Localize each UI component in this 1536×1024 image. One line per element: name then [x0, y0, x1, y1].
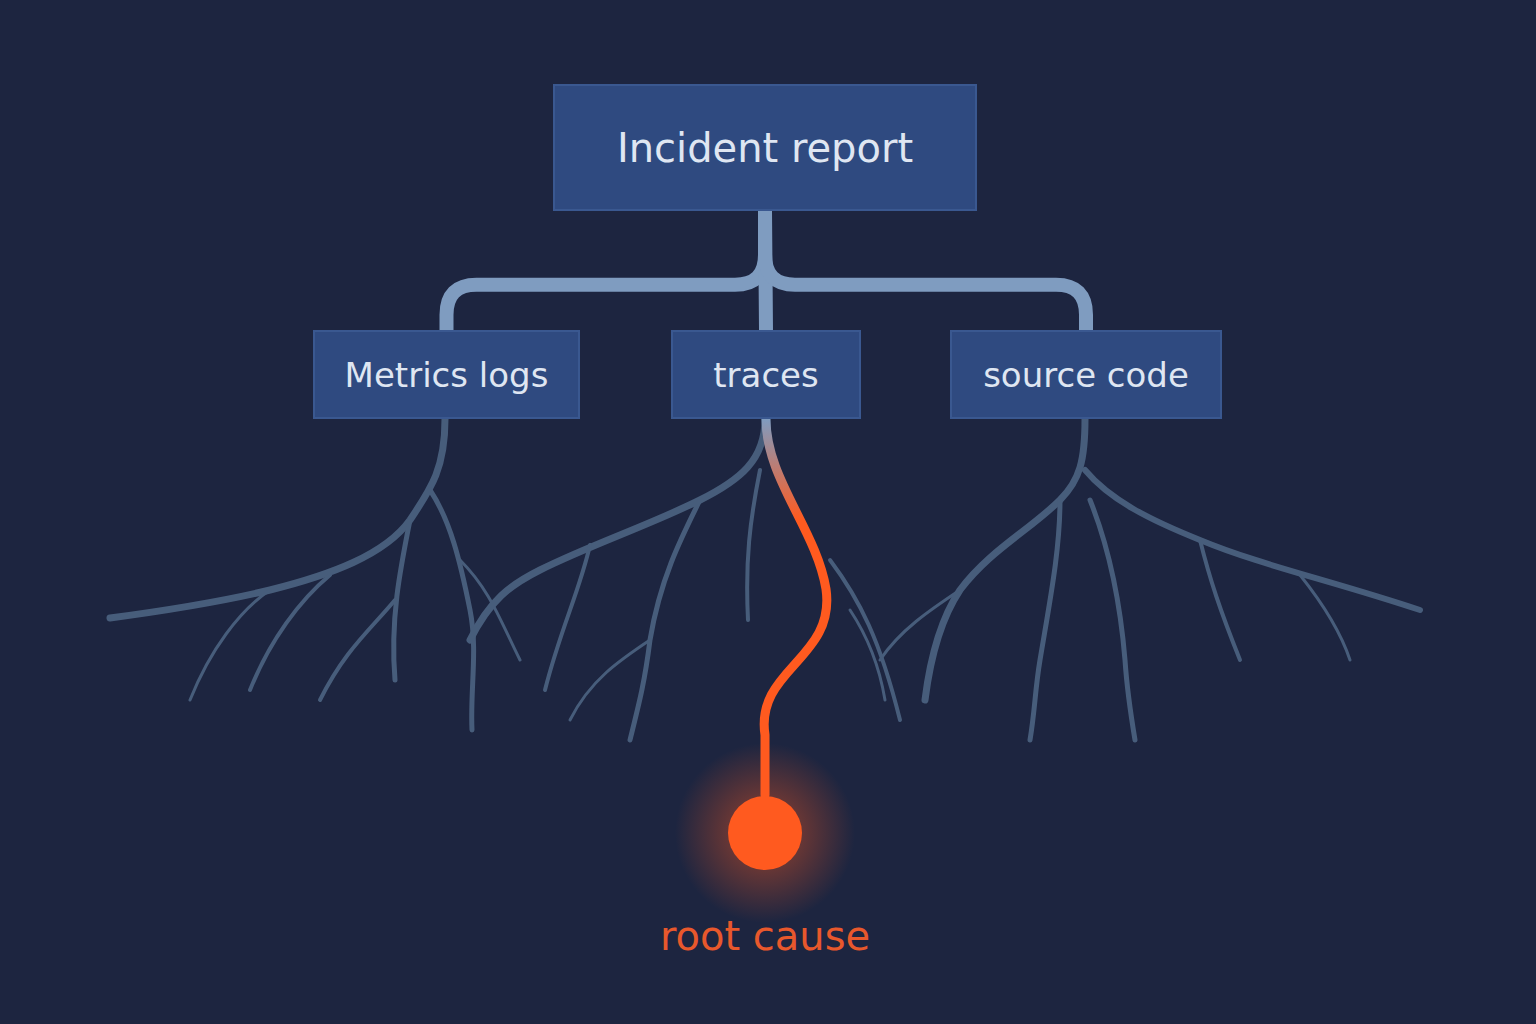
- incident-box: Incident report: [553, 84, 977, 211]
- root-circle: [727, 795, 803, 871]
- tree-connector: [447, 211, 766, 330]
- source-box: Metrics logs: [313, 330, 580, 419]
- roots: [110, 419, 1420, 740]
- node-label: Incident report: [617, 125, 913, 171]
- root-cause-node: root cause: [727, 795, 803, 871]
- source-box: traces: [671, 330, 861, 419]
- root-dot: [728, 796, 802, 870]
- root-path: [764, 419, 827, 795]
- source-box: source code: [950, 330, 1222, 419]
- node-label: root cause: [617, 913, 913, 959]
- node-label: Metrics logs: [345, 355, 549, 395]
- tree-connector: [765, 211, 1086, 330]
- node-label: source code: [983, 355, 1189, 395]
- node-label: traces: [713, 355, 818, 395]
